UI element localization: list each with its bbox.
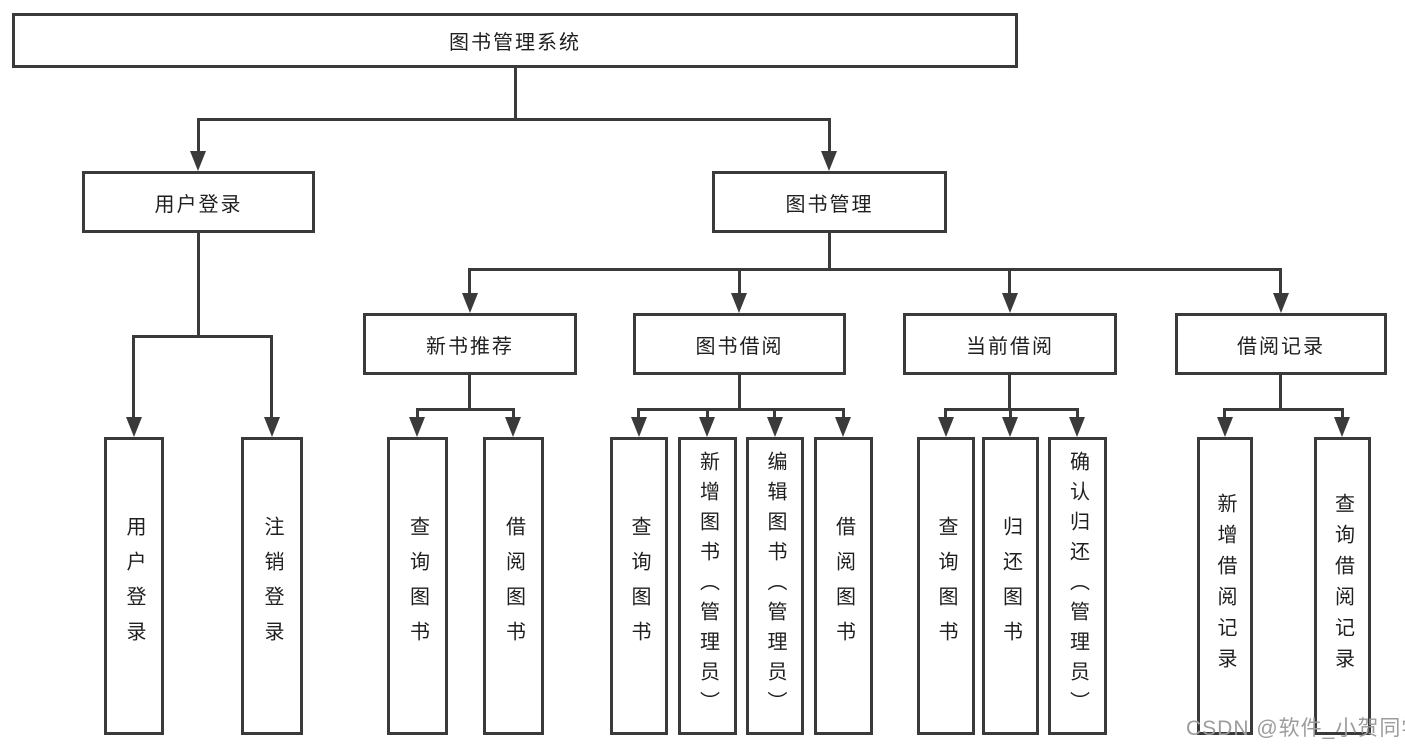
connector-book-management-stem — [828, 231, 831, 271]
node-book-management: 图书管理 — [712, 171, 947, 233]
connector-new-book-bar — [416, 408, 515, 411]
connector-to-leaf-add-borrow-record — [1223, 408, 1226, 420]
arrowhead-leaf-return-book — [1002, 417, 1018, 437]
leaf-borrow-book-recommend-label: 借阅图书 — [502, 516, 525, 656]
arrowhead-leaf-confirm-return — [1069, 417, 1085, 437]
arrowhead-new-book — [462, 293, 478, 313]
leaf-add-borrow-record-label: 新增借阅记录 — [1214, 493, 1236, 679]
connector-user-login-stem — [197, 231, 200, 338]
leaf-return-book: 归还图书 — [982, 437, 1039, 735]
leaf-query-book-borrow: 查询图书 — [610, 437, 668, 735]
leaf-user-login: 用户登录 — [104, 437, 164, 735]
connector-to-leaf-query-book-borrow — [637, 408, 640, 420]
connector-to-leaf-query-book-current — [944, 408, 947, 420]
connector-to-leaf-borrow-book-recommend — [512, 408, 515, 420]
arrowhead-leaf-query-book-borrow — [631, 417, 647, 437]
leaf-query-borrow-record: 查询借阅记录 — [1314, 437, 1371, 735]
arrowhead-leaf-query-book-current — [938, 417, 954, 437]
connector-to-leaf-query-borrow-record — [1341, 408, 1344, 420]
connector-to-leaf-query-book-recommend — [416, 408, 419, 420]
connector-new-book-stem — [468, 373, 471, 411]
connector-to-current-borrow — [1008, 268, 1011, 296]
arrowhead-leaf-add-borrow-record — [1217, 417, 1233, 437]
node-borrow-records-label: 借阅记录 — [1237, 335, 1325, 358]
node-user-login-label: 用户登录 — [154, 193, 243, 216]
arrowhead-leaf-logout — [264, 417, 280, 437]
leaf-logout-label: 注销登录 — [261, 516, 283, 656]
connector-to-book-borrow — [738, 268, 741, 296]
connector-book-management-bar — [468, 268, 1282, 271]
leaf-add-book: 新增图书（管理员） — [678, 437, 737, 735]
connector-root-bar — [197, 118, 831, 121]
connector-to-user-login — [197, 118, 200, 154]
connector-borrow-records-stem — [1279, 373, 1282, 411]
arrowhead-leaf-query-book-recommend — [409, 417, 425, 437]
connector-to-leaf-edit-book — [773, 408, 776, 420]
connector-user-login-bar — [132, 335, 273, 338]
leaf-borrow-book: 借阅图书 — [814, 437, 873, 735]
node-new-book-recommend: 新书推荐 — [363, 313, 577, 375]
connector-to-leaf-borrow-book — [842, 408, 845, 420]
leaf-user-login-label: 用户登录 — [123, 516, 145, 656]
arrowhead-leaf-borrow-book — [835, 417, 851, 437]
leaf-confirm-return: 确认归还（管理员） — [1048, 437, 1107, 735]
arrowhead-book-management — [821, 151, 837, 171]
arrowhead-current-borrow — [1002, 293, 1018, 313]
leaf-query-book-current-label: 查询图书 — [935, 516, 957, 656]
leaf-return-book-label: 归还图书 — [999, 516, 1022, 656]
node-new-book-recommend-label: 新书推荐 — [426, 335, 514, 358]
arrowhead-leaf-query-borrow-record — [1334, 417, 1350, 437]
arrowhead-leaf-add-book — [699, 417, 715, 437]
connector-to-leaf-user-login — [132, 335, 135, 420]
leaf-borrow-book-recommend: 借阅图书 — [483, 437, 544, 735]
arrowhead-leaf-edit-book — [767, 417, 783, 437]
arrowhead-book-borrow — [731, 293, 747, 313]
node-book-borrow-label: 图书借阅 — [695, 335, 784, 358]
leaf-add-book-label: 新增图书（管理员） — [696, 451, 719, 721]
connector-root-stem — [514, 66, 517, 121]
csdn-watermark: CSDN @软件_小贺同学 — [1186, 717, 1405, 740]
node-borrow-records: 借阅记录 — [1175, 313, 1387, 375]
leaf-add-borrow-record: 新增借阅记录 — [1197, 437, 1253, 735]
arrowhead-leaf-borrow-book-recommend — [505, 417, 521, 437]
leaf-edit-book: 编辑图书（管理员） — [746, 437, 804, 735]
node-current-borrow-label: 当前借阅 — [966, 335, 1054, 358]
connector-to-new-book — [468, 268, 471, 296]
connector-to-book-management — [828, 118, 831, 154]
leaf-query-book-recommend: 查询图书 — [387, 437, 448, 735]
node-book-management-label: 图书管理 — [785, 193, 874, 216]
connector-to-leaf-logout — [270, 335, 273, 420]
leaf-logout: 注销登录 — [241, 437, 303, 735]
connector-borrow-records-bar — [1223, 408, 1344, 411]
arrowhead-user-login — [190, 151, 206, 171]
leaf-query-book-current: 查询图书 — [917, 437, 975, 735]
arrowhead-borrow-records — [1273, 293, 1289, 313]
node-user-login: 用户登录 — [82, 171, 315, 233]
leaf-query-borrow-record-label: 查询借阅记录 — [1331, 493, 1354, 679]
connector-to-leaf-confirm-return — [1076, 408, 1079, 420]
connector-book-borrow-bar — [637, 408, 845, 411]
arrowhead-leaf-user-login — [126, 417, 142, 437]
leaf-edit-book-label: 编辑图书（管理员） — [764, 451, 786, 721]
connector-to-leaf-add-book — [706, 408, 709, 420]
connector-to-leaf-return-book — [1009, 408, 1012, 420]
leaf-confirm-return-label: 确认归还（管理员） — [1066, 451, 1089, 721]
node-book-borrow: 图书借阅 — [633, 313, 846, 375]
node-library-system-label: 图书管理系统 — [449, 32, 581, 54]
connector-book-borrow-stem — [738, 373, 741, 411]
node-current-borrow: 当前借阅 — [903, 313, 1117, 375]
leaf-query-book-recommend-label: 查询图书 — [406, 516, 429, 656]
leaf-query-book-borrow-label: 查询图书 — [628, 516, 650, 656]
leaf-borrow-book-label: 借阅图书 — [832, 516, 855, 656]
node-library-system: 图书管理系统 — [12, 13, 1018, 68]
connector-current-borrow-stem — [1008, 373, 1011, 411]
connector-to-borrow-records — [1279, 268, 1282, 296]
